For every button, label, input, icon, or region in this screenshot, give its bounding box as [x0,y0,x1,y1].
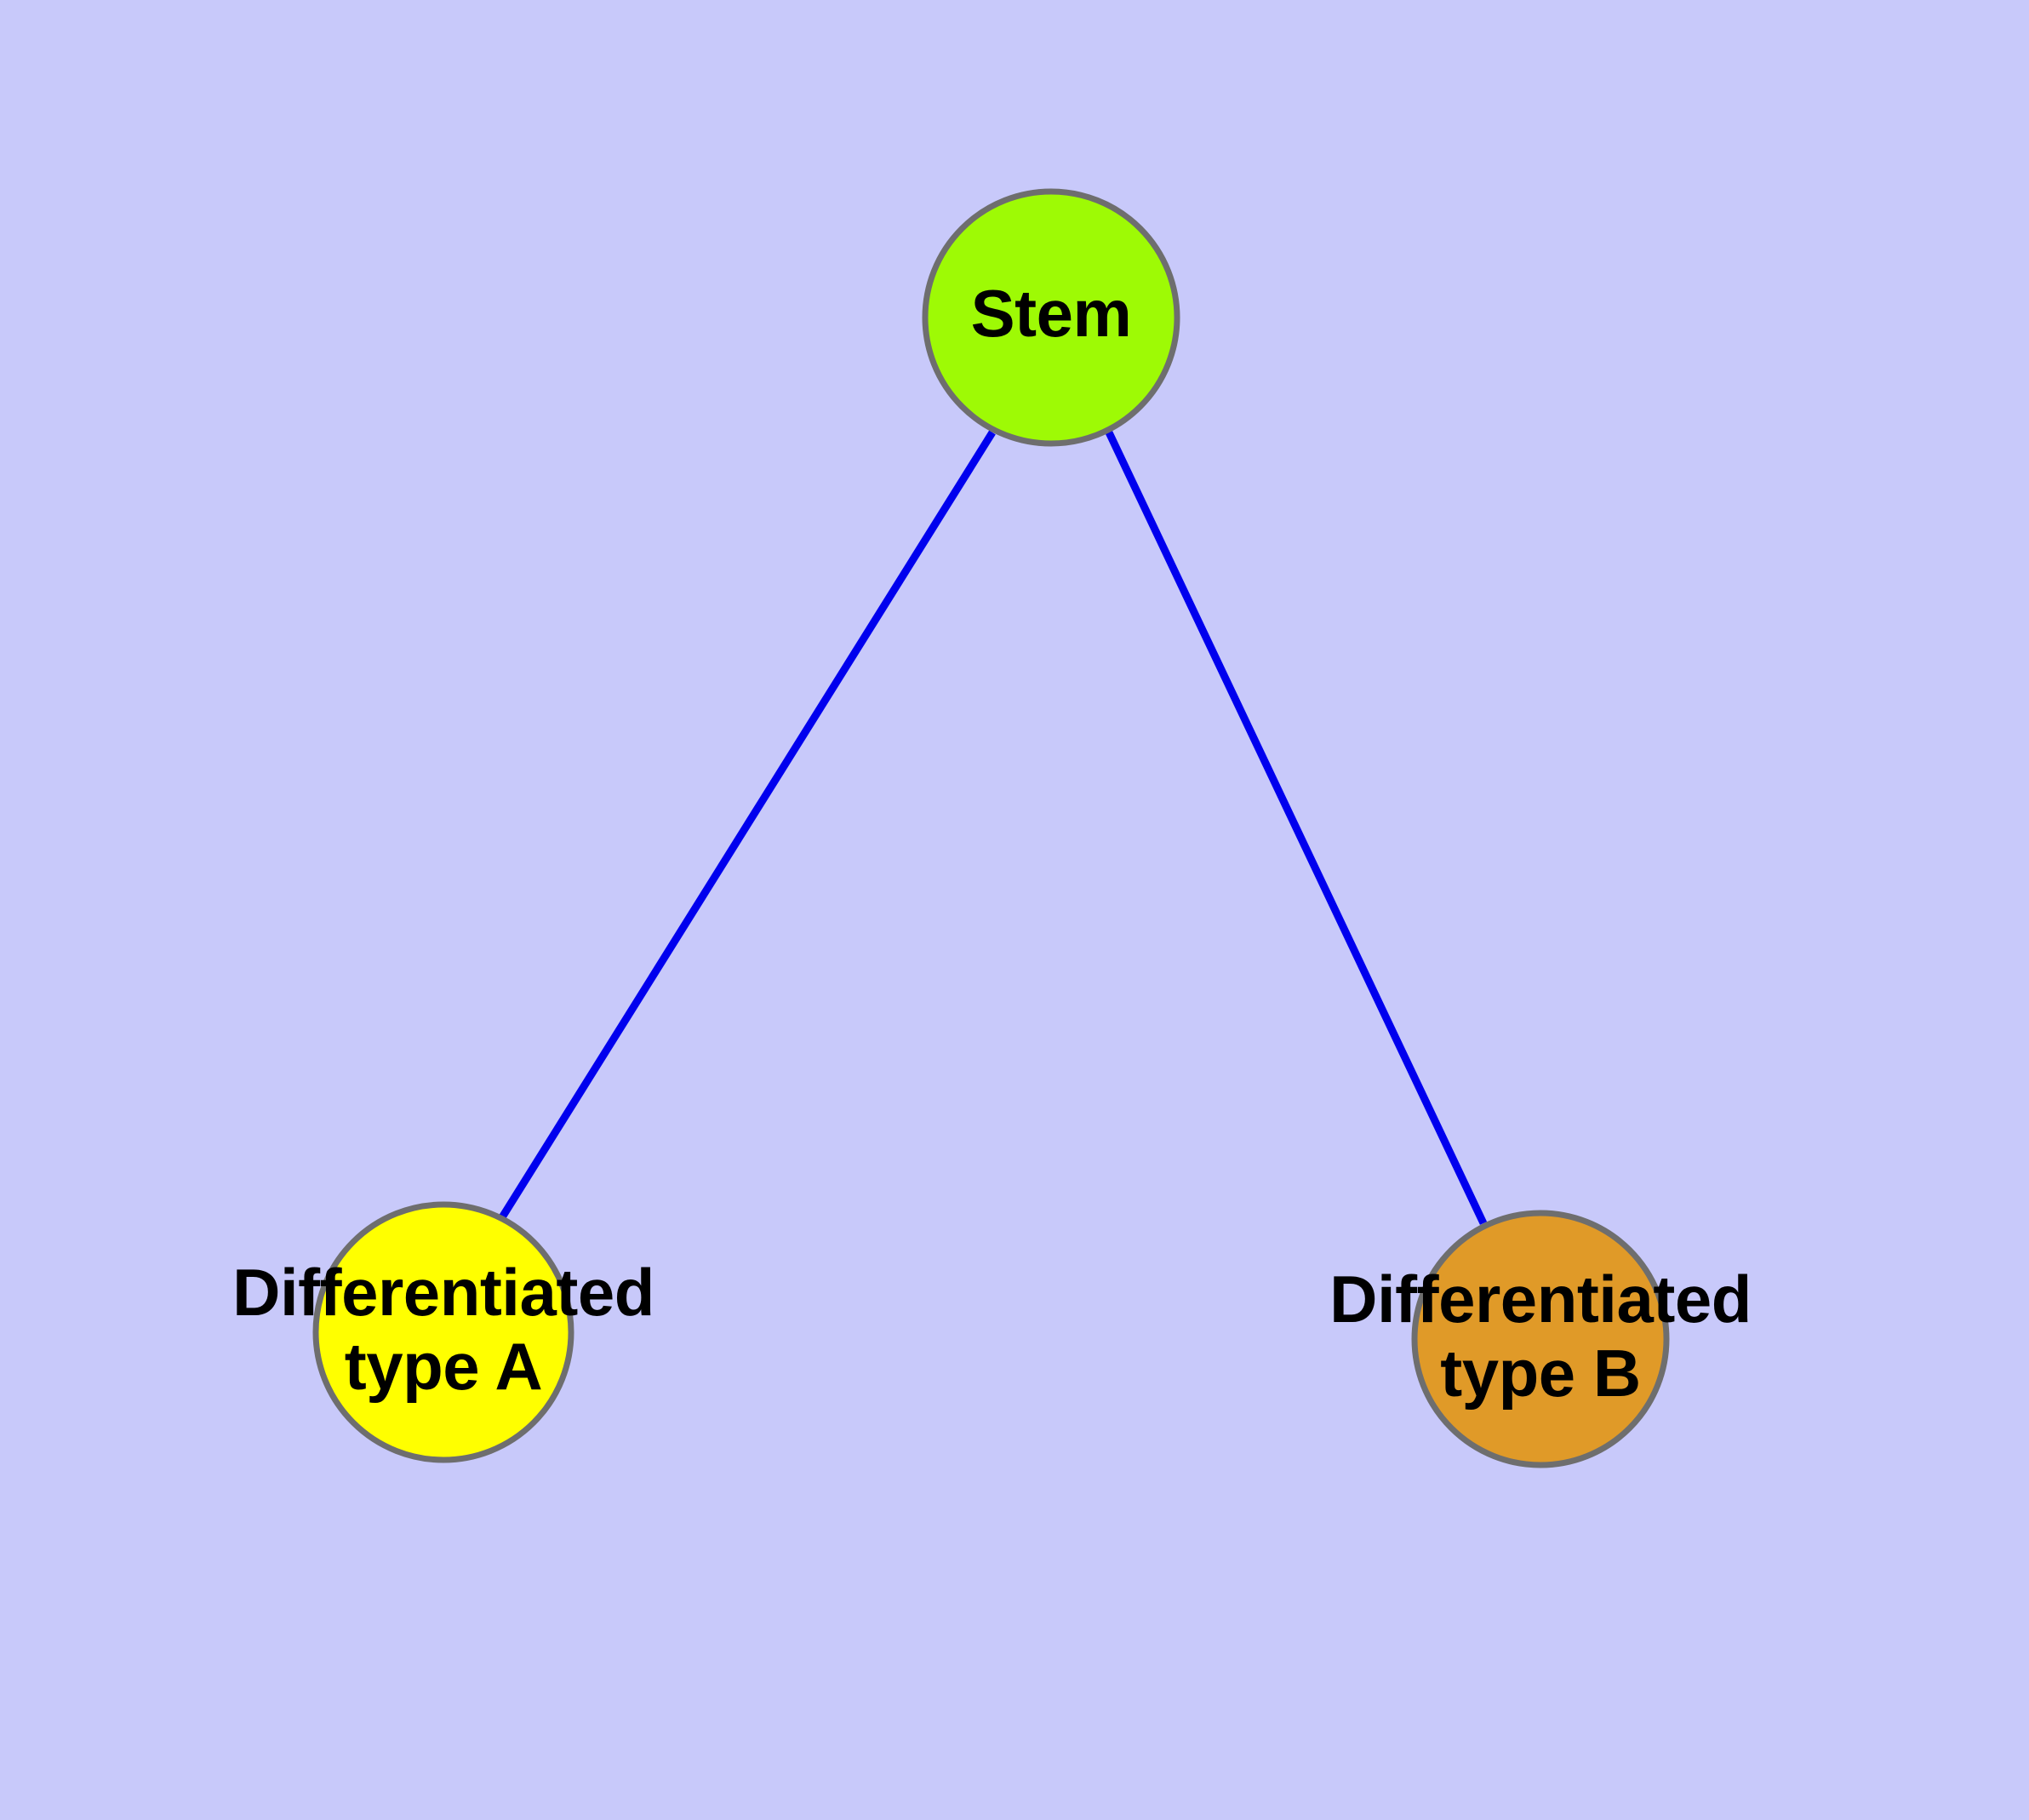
node-circle-differentiated-type-a[interactable] [312,1201,574,1463]
node-circle-stem[interactable] [922,188,1180,447]
edge-stem-to-differentiated-type-a [499,430,996,1220]
edge-stem-to-differentiated-type-b [1105,431,1488,1225]
node-circle-differentiated-type-b[interactable] [1411,1210,1670,1468]
edge-layer [499,430,1488,1225]
node-layer [312,188,1670,1468]
